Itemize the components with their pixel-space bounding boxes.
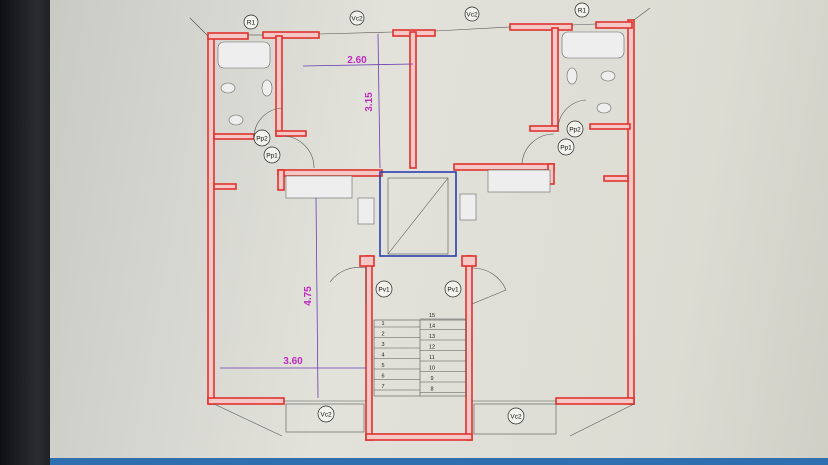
- walls: [207, 19, 635, 441]
- dimension-lines: [220, 33, 414, 399]
- svg-text:Vc2: Vc2: [320, 412, 332, 419]
- stair-step-number: 1: [381, 321, 384, 327]
- stair-step-number: 14: [429, 324, 435, 330]
- cad-canvas[interactable]: [50, 0, 828, 458]
- tag-pp1-right: Pp1: [557, 138, 575, 156]
- stair-step-number: 11: [429, 355, 435, 361]
- tag-pv1-right: Pv1: [444, 280, 462, 298]
- svg-text:Vc2: Vc2: [351, 16, 363, 23]
- taskbar: [50, 458, 828, 465]
- svg-text:Pp2: Pp2: [256, 136, 268, 143]
- tag-r1-right: R1: [574, 2, 590, 18]
- door-tags: Pp2 Pp1 Pp2 Pp1 Pv1 Pv1: [253, 120, 584, 298]
- stair-step-number: 6: [381, 374, 384, 380]
- window-lines: [189, 7, 651, 437]
- tag-pp2-right: Pp2: [566, 120, 584, 138]
- svg-text:Pp1: Pp1: [560, 145, 572, 152]
- tag-vc2-bottom-right: Vc2: [507, 407, 525, 425]
- window-tags: R1 R1 Vc2 Vc2 Vc2 Vc2: [243, 2, 590, 425]
- tag-pp2-left: Pp2: [253, 129, 271, 147]
- svg-text:Vc2: Vc2: [510, 414, 522, 421]
- svg-text:Vc2: Vc2: [466, 12, 478, 19]
- svg-text:Pp2: Pp2: [569, 127, 581, 134]
- stair-step-number: 4: [381, 353, 384, 359]
- tag-pv1-left: Pv1: [375, 280, 393, 298]
- tag-pp1-left: Pp1: [263, 146, 281, 164]
- svg-text:Pv1: Pv1: [378, 287, 390, 294]
- stair-step-number: 13: [429, 334, 435, 340]
- tag-vc2-bottom-left: Vc2: [317, 405, 335, 423]
- stair-step-number: 12: [429, 345, 435, 351]
- stair-step-number: 3: [381, 342, 384, 348]
- dimension-room-depth: 3.15: [364, 92, 375, 112]
- bathroom-fixtures: [217, 31, 625, 305]
- stair-step-number: 2: [381, 332, 384, 338]
- stair-step-number: 15: [429, 313, 435, 319]
- stair-core: [373, 171, 467, 397]
- svg-text:R1: R1: [247, 20, 256, 27]
- stair-step-number: 9: [430, 376, 433, 382]
- stair-step-number: 8: [430, 387, 433, 393]
- dimension-room-width: 2.60: [347, 55, 367, 66]
- tag-r1-left: R1: [243, 14, 259, 30]
- stair-step-number: 7: [381, 384, 384, 390]
- dimension-living-width: 3.60: [283, 356, 303, 367]
- svg-text:Pp1: Pp1: [266, 153, 278, 160]
- svg-text:R1: R1: [578, 8, 587, 15]
- dimension-living-depth: 4.75: [303, 286, 314, 306]
- svg-text:Pv1: Pv1: [447, 287, 459, 294]
- tag-vc2-top-left: Vc2: [349, 10, 365, 26]
- tag-vc2-top-right: Vc2: [464, 6, 480, 22]
- stair-step-number: 5: [381, 363, 384, 369]
- stair-step-number: 10: [429, 366, 435, 372]
